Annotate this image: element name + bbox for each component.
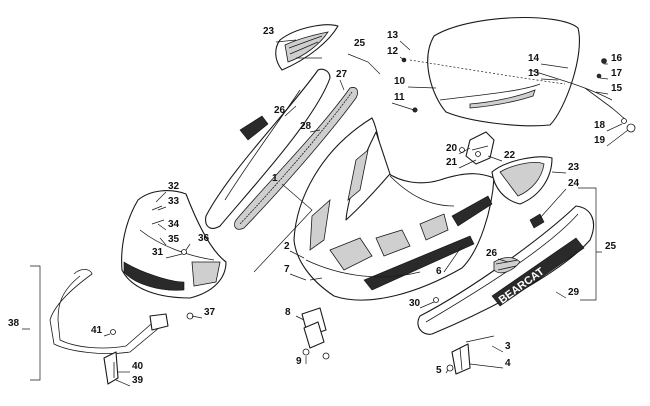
callout-c15: 15 — [611, 83, 623, 94]
nut-36 — [181, 249, 187, 255]
callout-c6: 6 — [436, 266, 442, 277]
callout-c1: 1 — [272, 173, 278, 184]
hood — [293, 117, 495, 301]
callout-c17: 17 — [611, 68, 623, 79]
callout-c5: 5 — [436, 365, 442, 376]
windshield — [409, 16, 580, 127]
callout-c21: 21 — [446, 157, 458, 168]
vent-23-right — [491, 156, 553, 205]
callout-c10: 10 — [394, 76, 406, 87]
side-panel-26-left — [205, 68, 331, 229]
leader-lines — [22, 39, 629, 387]
callout-c14: 14 — [528, 53, 540, 64]
front-bumper — [49, 269, 169, 385]
nut-5 — [446, 364, 454, 372]
callout-c2: 2 — [284, 241, 290, 252]
callout-c11: 11 — [394, 92, 405, 103]
bracket-8 — [301, 307, 327, 349]
callout-c27: 27 — [336, 69, 348, 80]
callout-c25a: 25 — [354, 38, 366, 49]
callout-c18: 18 — [594, 120, 606, 131]
washer-19 — [626, 123, 636, 133]
callout-c33: 33 — [168, 196, 180, 207]
callout-c40: 40 — [132, 361, 144, 372]
callout-numbers: 1234567891011121313141516171819202122232… — [8, 26, 623, 386]
callout-c22: 22 — [504, 150, 516, 161]
callout-c25b: 25 — [605, 241, 617, 252]
nut-9a — [302, 348, 310, 356]
fastener-33 — [151, 205, 163, 211]
callout-c3: 3 — [505, 341, 511, 352]
callout-c19: 19 — [594, 135, 606, 146]
windshield-bracket — [459, 131, 495, 165]
callout-c32: 32 — [168, 181, 180, 192]
callout-c16: 16 — [611, 53, 623, 64]
callout-c37: 37 — [204, 307, 216, 318]
nose-pan — [121, 190, 227, 299]
callout-c8: 8 — [285, 307, 291, 318]
fastener-34 — [151, 219, 165, 225]
callout-c26b: 26 — [486, 248, 498, 259]
callout-c23a: 23 — [263, 26, 275, 37]
callout-c36: 36 — [198, 233, 210, 244]
screw-18 — [621, 118, 627, 124]
callout-c26a: 26 — [274, 105, 286, 116]
vent-23-upper — [275, 24, 339, 71]
callout-c4: 4 — [505, 358, 511, 369]
callout-c24: 24 — [568, 178, 580, 189]
nut-9b — [322, 352, 330, 360]
callout-c7: 7 — [284, 264, 290, 275]
callout-c28: 28 — [300, 121, 312, 132]
bracket-4 — [451, 343, 471, 375]
washer-17 — [596, 73, 602, 79]
callout-c39: 39 — [132, 375, 144, 386]
callout-c29: 29 — [568, 287, 580, 298]
callout-c41: 41 — [91, 325, 103, 336]
nut-41 — [110, 329, 116, 335]
callout-c20: 20 — [446, 143, 458, 154]
windshield-trim — [529, 69, 613, 101]
callout-c13a: 13 — [387, 30, 399, 41]
callout-c30: 30 — [409, 298, 421, 309]
callout-c38: 38 — [8, 318, 20, 329]
callout-c35: 35 — [168, 234, 180, 245]
callout-c9: 9 — [296, 356, 302, 367]
nut-16 — [601, 58, 607, 64]
seal-28-27 — [234, 87, 358, 230]
screw-3 — [465, 335, 495, 343]
callout-c31: 31 — [152, 247, 164, 258]
callout-c23b: 23 — [568, 162, 580, 173]
fastener-7 — [309, 277, 323, 281]
callout-c13b: 13 — [528, 68, 540, 79]
clip-11 — [412, 107, 418, 113]
callout-c34: 34 — [168, 219, 180, 230]
callout-c12: 12 — [387, 46, 399, 57]
screw-30 — [433, 297, 439, 303]
